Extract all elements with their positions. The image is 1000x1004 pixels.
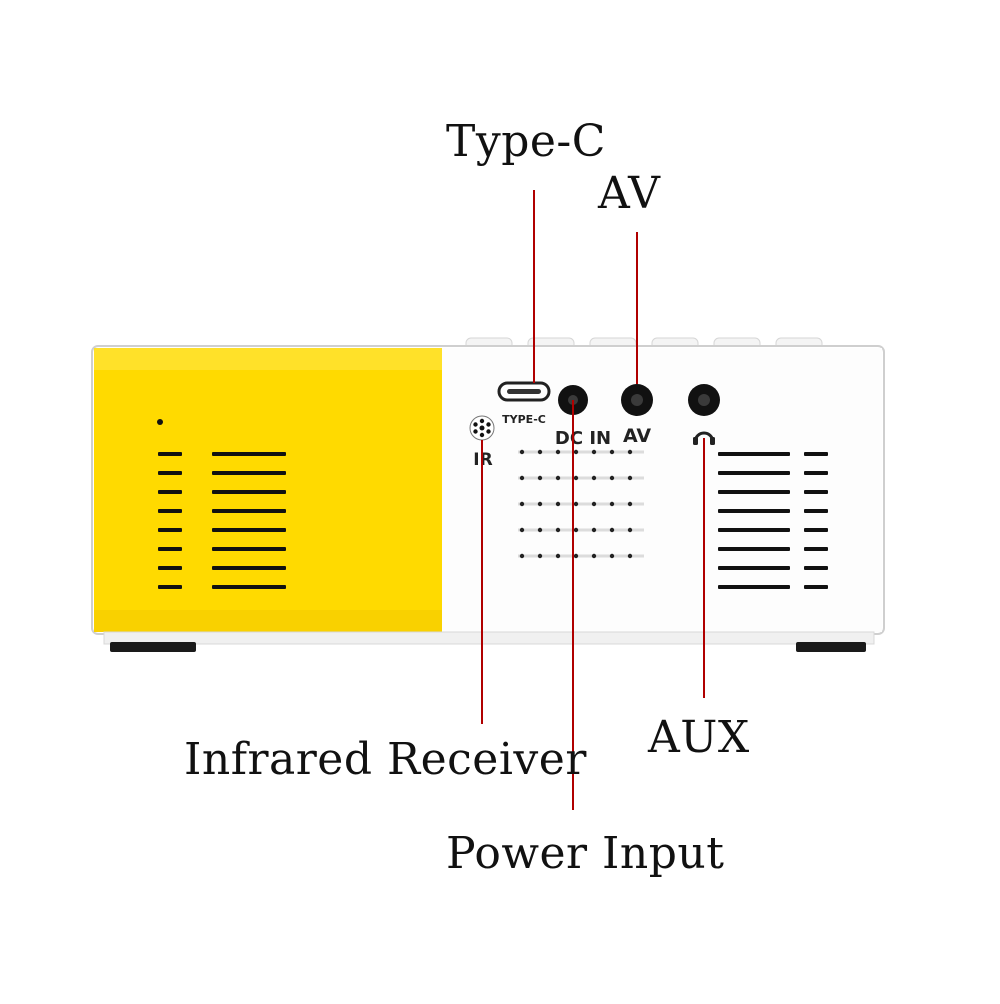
grille-dot [573, 553, 579, 559]
grille-dot [591, 501, 597, 507]
grille-row [518, 450, 644, 454]
right-vent [718, 452, 828, 589]
type-c-port [497, 381, 551, 402]
left-vent [157, 419, 286, 589]
av-device-label: AV [623, 425, 651, 447]
grille-dot [627, 475, 633, 481]
dc-in-device-label: DC IN [555, 428, 611, 449]
grille-row [518, 476, 644, 480]
grille-dot [627, 553, 633, 559]
grille-dot [609, 501, 615, 507]
grille-row [518, 554, 644, 558]
leader-lines [481, 190, 705, 810]
power-input-callout: Power Input [446, 828, 725, 879]
grille-dot [573, 475, 579, 481]
grille-dot [537, 527, 543, 533]
type-c-callout: Type-C [446, 116, 606, 167]
grille-dot [555, 501, 561, 507]
speaker-grille [518, 449, 644, 559]
grille-dot [591, 527, 597, 533]
grille-row [518, 502, 644, 506]
type-c-device-label: TYPE-C [502, 413, 546, 426]
grille-dot [537, 449, 543, 455]
grille-dot [519, 527, 525, 533]
av-port [621, 384, 653, 416]
ir-sensor-icon [469, 415, 495, 441]
grille-dot [609, 449, 615, 455]
grille-dot [573, 449, 579, 455]
grille-dot [537, 553, 543, 559]
grille-dot [555, 527, 561, 533]
aux-port [688, 384, 720, 416]
right-foot [796, 642, 866, 652]
projector-body [91, 345, 885, 652]
headphone-icon [693, 431, 715, 445]
grille-dot [537, 475, 543, 481]
grille-dot [573, 501, 579, 507]
grille-dot [519, 553, 525, 559]
grille-dot [609, 527, 615, 533]
grille-dot [555, 553, 561, 559]
grille-dot [591, 449, 597, 455]
grille-dot [627, 449, 633, 455]
grille-dot [519, 475, 525, 481]
grille-row [518, 528, 644, 532]
grille-dot [627, 527, 633, 533]
grille-dot [519, 501, 525, 507]
grille-dot [609, 475, 615, 481]
infrared-receiver-callout: Infrared Receiver [184, 734, 587, 785]
aux-callout: AUX [648, 712, 750, 763]
grille-dot [609, 553, 615, 559]
left-foot [110, 642, 196, 652]
av-callout: AV [598, 168, 661, 219]
grille-dot [591, 475, 597, 481]
grille-dot [591, 553, 597, 559]
grille-dot [627, 501, 633, 507]
grille-dot [537, 501, 543, 507]
grille-dot [555, 475, 561, 481]
grille-dot [573, 527, 579, 533]
grille-dot [519, 449, 525, 455]
grille-dot [555, 449, 561, 455]
